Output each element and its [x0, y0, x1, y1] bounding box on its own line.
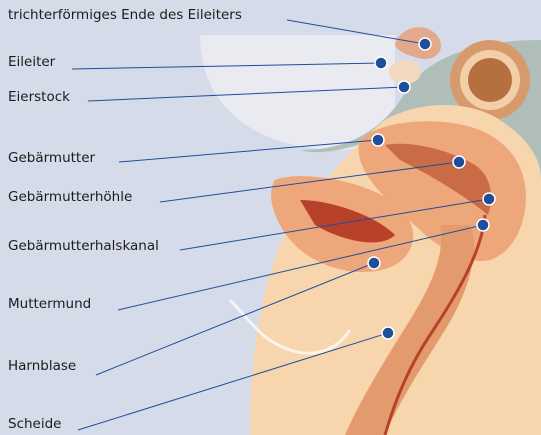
abdominal-cavity	[200, 35, 395, 150]
label-gebaermutterhoehle: Gebärmutterhöhle	[8, 189, 132, 205]
leader-line-gebaermutter	[119, 140, 378, 162]
label-eileiter: Eileiter	[8, 54, 55, 70]
marker-dot-infundibulum	[419, 38, 431, 50]
marker-dot-eierstock	[398, 81, 410, 93]
label-harnblase: Harnblase	[8, 358, 76, 374]
marker-dot-gebaermutterhoehle	[453, 156, 465, 168]
label-gebaermutterhalskanal: Gebärmutterhalskanal	[8, 238, 159, 254]
label-eierstock: Eierstock	[8, 89, 70, 105]
label-infundibulum: trichterförmiges Ende des Eileiters	[8, 7, 242, 23]
marker-dot-eileiter	[375, 57, 387, 69]
label-scheide: Scheide	[8, 416, 61, 432]
marker-dot-harnblase	[368, 257, 380, 269]
bowel-lumen	[468, 58, 512, 102]
label-muttermund: Muttermund	[8, 296, 91, 312]
marker-dot-gebaermutterhalskanal	[483, 193, 495, 205]
marker-dot-muttermund	[477, 219, 489, 231]
label-gebaermutter: Gebärmutter	[8, 150, 95, 166]
marker-dot-gebaermutter	[372, 134, 384, 146]
marker-dot-scheide	[382, 327, 394, 339]
